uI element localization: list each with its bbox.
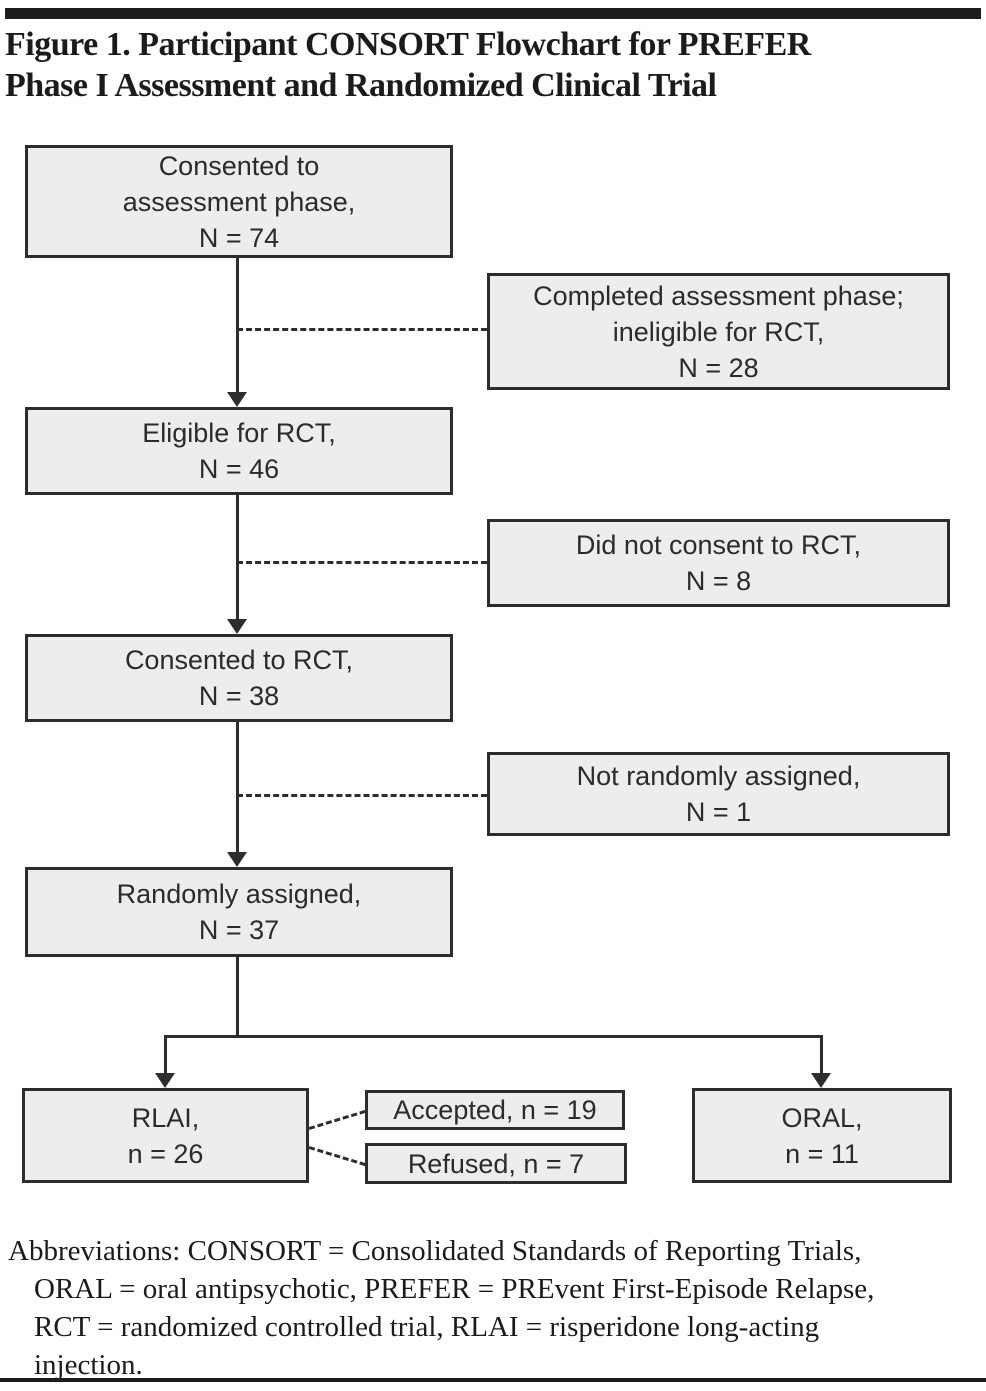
dashed-connector-did-not-consent — [237, 561, 487, 564]
figure-title-line-1: Figure 1. Participant CONSORT Flowchart … — [5, 26, 811, 63]
box-text-line: N = 38 — [198, 681, 280, 711]
flow-box-not-randomly-assigned: Not randomly assigned, N = 1 — [487, 752, 950, 836]
dashed-connector-not-randomized — [237, 794, 487, 797]
flow-box-rlai-refused: Refused, n = 7 — [365, 1143, 627, 1184]
footnote-line-3: RCT = randomized controlled trial, RLAI … — [34, 1311, 820, 1343]
abbreviations-footnote: Abbreviations: CONSORT = Consolidated St… — [8, 1232, 980, 1384]
box-text-line: n = 11 — [785, 1138, 859, 1169]
flow-box-randomly-assigned: Randomly assigned, N = 37 — [25, 867, 453, 957]
footnote-line-4: injection. — [34, 1349, 143, 1381]
box-text-line: Randomly assigned, — [116, 879, 362, 909]
box-text-line: N = 74 — [198, 222, 280, 253]
branch-left-line — [164, 1035, 167, 1074]
arrowhead-to-eligible — [227, 392, 247, 407]
box-text-line: Consented to — [158, 150, 320, 181]
dashed-connector-ineligible — [237, 328, 487, 331]
box-text-line: N = 37 — [198, 915, 280, 945]
box-text-line: Did not consent to RCT, — [575, 530, 862, 560]
figure-title: Figure 1. Participant CONSORT Flowchart … — [5, 24, 981, 106]
top-rule — [5, 8, 981, 19]
flow-box-consented-to-rct: Consented to RCT, N = 38 — [25, 634, 453, 722]
figure-title-line-2: Phase I Assessment and Randomized Clinic… — [5, 67, 717, 104]
flow-box-rlai-accepted: Accepted, n = 19 — [365, 1090, 625, 1130]
box-text-line: ORAL, — [781, 1102, 863, 1133]
box-text-line: assessment phase, — [122, 186, 356, 217]
branch-right-line — [820, 1035, 823, 1074]
box-text-line: Not randomly assigned, — [576, 761, 861, 791]
flow-box-did-not-consent: Did not consent to RCT, N = 8 — [487, 519, 950, 607]
flow-box-eligible-for-rct: Eligible for RCT, N = 46 — [25, 407, 453, 495]
branch-horizontal-line — [164, 1035, 823, 1038]
arrowhead-to-rlai — [155, 1073, 175, 1088]
dashed-connector-refused — [308, 1146, 366, 1167]
flow-box-ineligible-for-rct: Completed assessment phase; ineligible f… — [487, 273, 950, 390]
flow-box-rlai-arm: RLAI, n = 26 — [22, 1088, 309, 1183]
connector-line-3 — [236, 722, 239, 853]
arrowhead-to-consented-rct — [227, 619, 247, 634]
box-text-line: n = 26 — [127, 1138, 204, 1169]
footnote-line-2: ORAL = oral antipsychotic, PREFER = PREv… — [34, 1273, 875, 1305]
footnote-line-1: Abbreviations: CONSORT = Consolidated St… — [8, 1235, 862, 1267]
box-text-line: Eligible for RCT, — [142, 418, 336, 448]
arrowhead-to-randomly-assigned — [227, 852, 247, 867]
box-text-line: RLAI, — [131, 1102, 200, 1133]
dashed-connector-accepted — [308, 1109, 366, 1130]
box-text-line: Refused, n = 7 — [407, 1148, 585, 1179]
flow-box-oral-arm: ORAL, n = 11 — [692, 1088, 952, 1183]
box-text-line: Consented to RCT, — [124, 645, 354, 675]
box-text-line: N = 28 — [678, 352, 759, 383]
flow-box-consented-assessment-phase: Consented to assessment phase, N = 74 — [25, 145, 453, 258]
branch-feed-line — [236, 957, 239, 1038]
arrowhead-to-oral — [811, 1073, 831, 1088]
connector-line-2 — [236, 495, 239, 620]
box-text-line: N = 1 — [685, 797, 752, 827]
box-text-line: ineligible for RCT, — [612, 316, 825, 347]
box-text-line: N = 46 — [198, 454, 280, 484]
box-text-line: Accepted, n = 19 — [393, 1095, 597, 1125]
bottom-rule — [0, 1378, 986, 1382]
connector-line-1 — [236, 258, 239, 393]
box-text-line: N = 8 — [685, 566, 752, 596]
box-text-line: Completed assessment phase; — [533, 280, 904, 311]
